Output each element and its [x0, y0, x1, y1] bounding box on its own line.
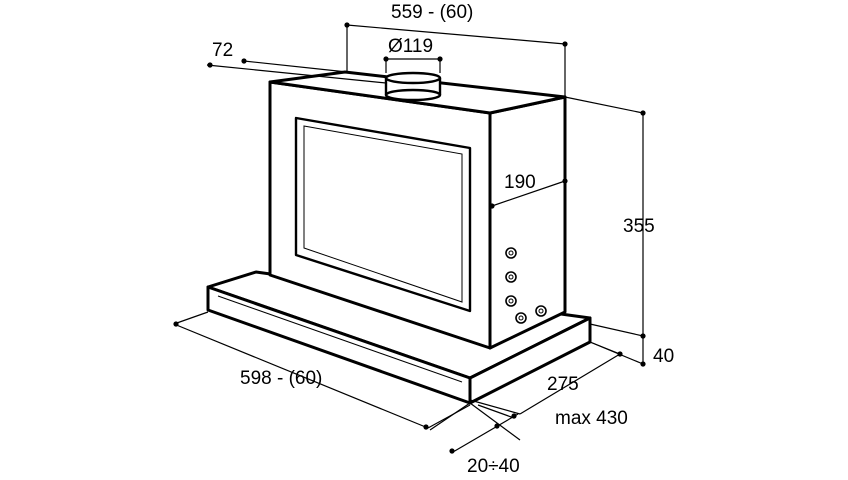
- knob-icon: [515, 312, 527, 324]
- label-top-offset: 72: [212, 40, 233, 61]
- front-panel-inner: [303, 125, 463, 303]
- label-top-width: 559 - (60): [391, 2, 473, 23]
- label-duct-diameter: Ø119: [388, 36, 433, 57]
- front-panel: [294, 116, 472, 313]
- hood-body: [206, 70, 592, 405]
- label-base-height: 40: [653, 346, 674, 367]
- dim-duct-diameter: [383, 56, 443, 73]
- dim-duct-height: [489, 178, 568, 209]
- label-depth-max: max 430: [555, 408, 628, 429]
- control-knobs: [505, 247, 547, 324]
- box-side: [488, 95, 567, 350]
- dim-top-width: [344, 22, 568, 97]
- dim-top-offset: [206, 58, 387, 84]
- label-bottom-width: 598 - (60): [240, 368, 322, 389]
- knob-icon: [505, 271, 517, 283]
- dim-front-offset: [429, 402, 521, 454]
- dim-total-height: [564, 96, 646, 339]
- knob-icon: [535, 305, 547, 317]
- label-depth: 275: [547, 374, 579, 395]
- duct-collar: [384, 71, 442, 102]
- dim-bottom-width: [173, 311, 471, 430]
- dimension-lines: [173, 22, 646, 454]
- dimension-labels: 559 - (60) 72 Ø119 190 355 40 598 - (60)…: [212, 2, 674, 477]
- label-duct-height: 190: [504, 172, 536, 193]
- label-front-offset: 20÷40: [467, 456, 520, 477]
- knob-icon: [505, 247, 517, 259]
- dim-base-height: [589, 336, 646, 367]
- knob-icon: [505, 295, 517, 307]
- dim-depth: [469, 341, 623, 415]
- base-plate-edge: [217, 295, 463, 383]
- label-total-height: 355: [623, 216, 655, 237]
